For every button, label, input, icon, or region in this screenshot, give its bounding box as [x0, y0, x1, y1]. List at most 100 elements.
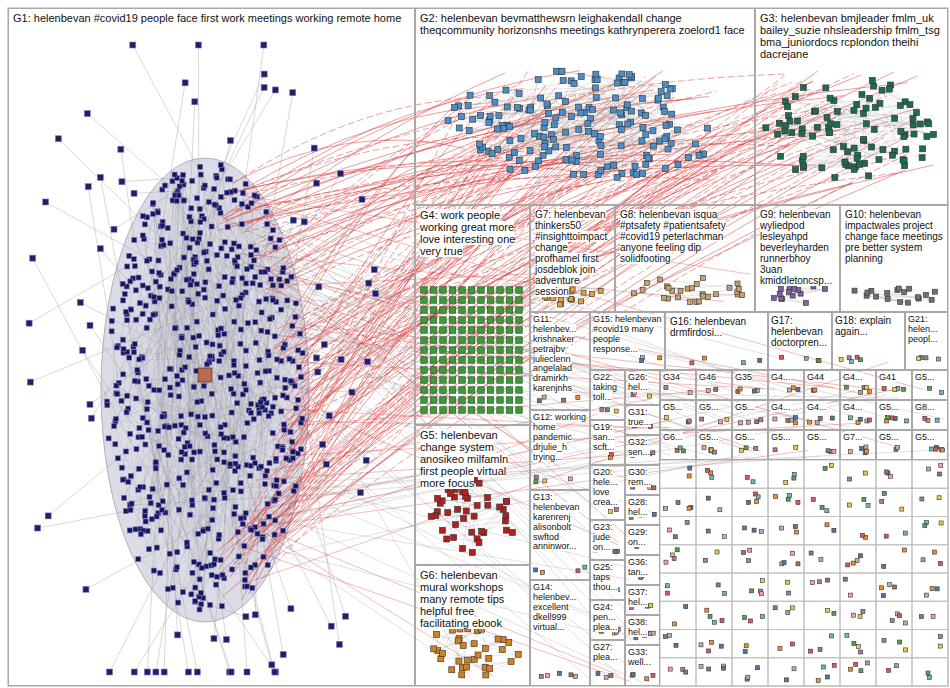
vertex-square — [326, 413, 332, 419]
vertex-square — [160, 499, 165, 504]
reply-edge — [270, 153, 910, 561]
spoke-edge — [153, 203, 177, 635]
mesh-edge — [189, 302, 283, 450]
vertex-square — [218, 557, 223, 562]
vertex-square — [123, 509, 128, 514]
group-edge — [786, 125, 905, 165]
vertex-square — [212, 186, 217, 191]
vertex-square — [105, 403, 110, 408]
vertex-square — [243, 364, 248, 369]
vertex-square — [545, 110, 551, 116]
vertex-square — [212, 557, 217, 562]
vertex-square — [189, 206, 194, 211]
cross-edge — [246, 264, 748, 419]
vertex-square — [198, 172, 203, 177]
vertex-square — [272, 87, 278, 93]
vertex-square — [154, 514, 159, 519]
vertex-square — [349, 389, 355, 395]
vertex-square — [87, 322, 93, 328]
vertex-square — [243, 614, 249, 620]
vertex-square — [285, 298, 290, 303]
vertex-square — [195, 42, 201, 48]
vertex-square — [229, 247, 234, 252]
vertex-square — [240, 191, 245, 196]
vertex-square — [273, 669, 279, 675]
vertex-square — [128, 508, 133, 513]
spoke-edge — [162, 83, 185, 226]
vertex-square — [255, 531, 260, 536]
group-edge — [790, 121, 849, 166]
vertex-square — [290, 439, 295, 444]
vertex-square — [180, 378, 185, 383]
vertex-square — [182, 255, 187, 260]
vertex-square — [274, 357, 279, 362]
vertex-square — [131, 669, 137, 675]
vertex-square — [170, 585, 175, 590]
spoke-edge — [171, 74, 264, 279]
vertex-square — [249, 527, 254, 532]
vertex-square — [210, 312, 215, 317]
vertex-square — [315, 369, 321, 375]
vertex-square — [264, 209, 269, 214]
vertex-square — [176, 436, 181, 441]
vertex-square — [281, 265, 286, 270]
vertex-square — [195, 240, 200, 245]
cross-edge — [269, 267, 570, 377]
vertex-square — [172, 326, 177, 331]
vertex-square — [466, 127, 472, 133]
vertex-square — [151, 200, 156, 205]
vertex-square — [252, 612, 258, 618]
cross-edge — [266, 397, 777, 507]
vertex-square — [222, 275, 227, 280]
vertex-square — [221, 490, 226, 495]
vertex-square — [280, 652, 286, 658]
mesh-edge — [180, 242, 225, 267]
vertex-square — [167, 551, 172, 556]
vertex-square — [559, 109, 565, 115]
vertex-square — [157, 271, 162, 276]
vertex-square — [143, 303, 148, 308]
vertex-square — [184, 235, 189, 240]
vertex-square — [201, 383, 206, 388]
vertex-square — [210, 506, 215, 511]
vertex-square — [203, 431, 208, 436]
vertex-square — [222, 450, 227, 455]
vertex-square — [159, 507, 164, 512]
vertex-square — [262, 269, 267, 274]
reply-edge — [267, 149, 477, 465]
vertex-square — [259, 464, 264, 469]
vertex-square — [274, 375, 279, 380]
vertex-square — [163, 377, 168, 382]
vertex-square — [239, 201, 244, 206]
group-edge — [459, 102, 495, 106]
group-edge — [817, 127, 879, 159]
vertex-square — [217, 359, 222, 364]
vertex-square — [128, 279, 133, 284]
vertex-square — [174, 373, 179, 378]
vertex-square — [252, 461, 257, 466]
vertex-square — [269, 277, 274, 282]
spoke-edge — [122, 178, 177, 182]
vertex-square — [253, 320, 258, 325]
group-edge — [785, 102, 866, 108]
vertex-square — [212, 449, 217, 454]
vertex-square — [224, 190, 229, 195]
vertex-square — [157, 284, 162, 289]
vertex-square — [238, 516, 243, 521]
group-edge — [848, 113, 917, 152]
vertex-square — [143, 442, 148, 447]
vertex-square — [179, 457, 184, 462]
reply-edge — [266, 164, 821, 478]
vertex-square — [258, 400, 263, 405]
vertex-square — [218, 375, 223, 380]
vertex-square — [243, 181, 248, 186]
vertex-square — [127, 355, 132, 360]
vertex-square — [27, 379, 33, 385]
vertex-square — [167, 425, 172, 430]
vertex-square — [235, 530, 240, 535]
vertex-square — [128, 474, 133, 479]
vertex-square — [169, 289, 174, 294]
group-edge — [781, 298, 806, 303]
vertex-square — [157, 296, 162, 301]
vertex-square — [230, 435, 235, 440]
